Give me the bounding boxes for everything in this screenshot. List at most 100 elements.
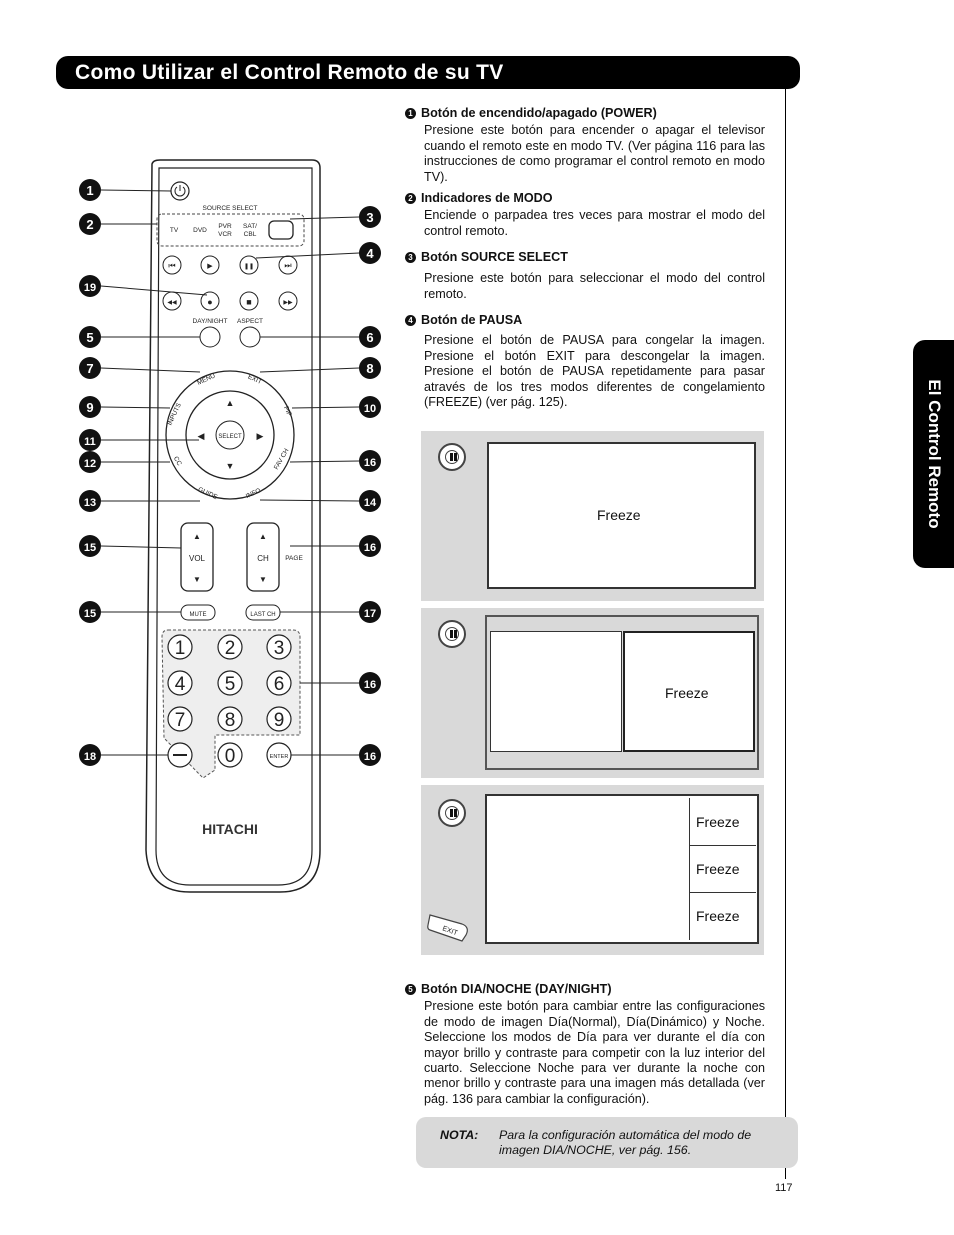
callout-marker <box>79 179 101 201</box>
callout-number: 18 <box>84 751 96 763</box>
enter-label: ENTER <box>270 754 289 760</box>
side-tab-label: El Control Remoto <box>924 379 944 529</box>
day-night-button <box>199 326 221 348</box>
skip-forward-icon: ⏭ <box>284 261 291 270</box>
pip-label: PIP <box>282 405 293 417</box>
section-number: 3 <box>405 252 416 264</box>
last-ch-label: LAST CH <box>250 612 275 618</box>
mode-tv-label: TV <box>170 227 179 234</box>
callout-line <box>100 285 208 296</box>
page-number: 117 <box>775 1182 793 1194</box>
transport-button <box>239 255 259 275</box>
down-arrow-icon: ▼ <box>226 461 235 471</box>
transport-button <box>200 291 220 311</box>
volume-rocker <box>180 522 214 592</box>
screen-side-pane: Freeze <box>690 846 756 893</box>
cc-label: CC <box>172 455 183 467</box>
remote-outline <box>145 159 321 893</box>
ch-down-icon: ▼ <box>259 575 267 584</box>
section-number: 2 <box>405 193 416 205</box>
vol-up-icon: ▲ <box>193 532 201 541</box>
screen-side-column: Freeze Freeze Freeze <box>689 798 756 940</box>
callout-number: 15 <box>84 542 96 554</box>
keypad-area <box>161 629 301 779</box>
callout-number: 17 <box>364 608 376 620</box>
freeze-label: Freeze <box>597 507 641 523</box>
callout-line <box>289 460 360 463</box>
number-key-label: 6 <box>274 674 285 695</box>
callout-number: 16 <box>364 542 376 554</box>
source-select-button <box>268 220 294 240</box>
number-key-label: 4 <box>175 674 186 695</box>
record-icon: ● <box>207 297 212 307</box>
number-key <box>217 634 243 660</box>
callout-marker <box>359 535 381 557</box>
mode-cbl-label: CBL <box>244 231 257 238</box>
number-key <box>217 706 243 732</box>
ch-up-icon: ▲ <box>259 532 267 541</box>
callout-number: 19 <box>84 282 96 294</box>
transport-button <box>278 291 298 311</box>
aspect-button <box>239 326 261 348</box>
vol-down-icon: ▼ <box>193 575 201 584</box>
callout-number: 7 <box>86 361 93 376</box>
screen-multi: Freeze Freeze Freeze <box>485 794 759 944</box>
callout-marker <box>359 357 381 379</box>
number-key <box>217 670 243 696</box>
section-text: Presione el botón de PAUSA para congelar… <box>424 333 765 410</box>
section-title: Botón SOURCE SELECT <box>421 250 568 264</box>
callout-marker <box>359 206 381 228</box>
section-text: Presione este botón para cambiar entre l… <box>424 999 765 1106</box>
freeze-label: Freeze <box>696 814 740 830</box>
callout-line <box>289 216 360 220</box>
mode-sat-label: SAT/ <box>243 223 257 230</box>
callout-line <box>100 545 182 549</box>
right-arrow-icon: ▶ <box>257 431 264 441</box>
section-title: Indicadores de MODO <box>421 191 553 205</box>
up-arrow-icon: ▲ <box>226 398 235 408</box>
callout-marker <box>79 275 101 297</box>
callout-line <box>259 499 360 502</box>
freeze-label: Freeze <box>696 908 740 924</box>
number-key-label: 0 <box>225 746 236 767</box>
freeze-label: Freeze <box>665 685 709 701</box>
number-key <box>266 670 292 696</box>
callout-number: 3 <box>366 210 373 225</box>
callout-number: 13 <box>84 497 96 509</box>
callout-marker <box>79 601 101 623</box>
transport-button <box>162 255 182 275</box>
callout-line <box>291 406 360 409</box>
section-text: Enciende o parpadea tres veces para most… <box>424 208 765 238</box>
callout-marker <box>79 744 101 766</box>
number-key <box>167 634 193 660</box>
rewind-icon: ◀◀ <box>167 300 177 306</box>
section-number: 4 <box>405 315 416 327</box>
aspect-label: ASPECT <box>237 318 263 325</box>
day-night-label: DAY/NIGHT <box>193 318 228 325</box>
screen-left-pane <box>490 631 622 752</box>
callout-marker <box>79 429 101 451</box>
callout-marker <box>359 242 381 264</box>
section-text: Presione este botón para encender o apag… <box>424 123 765 184</box>
screen-split: Freeze <box>485 615 759 770</box>
number-key <box>217 742 243 768</box>
callout-line <box>100 406 171 409</box>
callout-marker <box>359 672 381 694</box>
number-key-label: 1 <box>175 638 186 659</box>
callout-marker <box>359 744 381 766</box>
number-key-label: 8 <box>225 710 236 731</box>
callout-line <box>100 189 172 192</box>
number-key-label: 5 <box>225 674 236 695</box>
screen-full: Freeze <box>487 442 756 589</box>
callout-number: 6 <box>366 330 373 345</box>
section-number: 5 <box>405 984 416 996</box>
callout-marker <box>359 326 381 348</box>
left-arrow-icon: ◀ <box>198 431 205 441</box>
power-icon <box>174 186 186 197</box>
number-key-label: 9 <box>274 710 285 731</box>
freeze-panel-full: Freeze <box>421 431 764 601</box>
select-button <box>215 420 245 450</box>
callout-marker <box>79 451 101 473</box>
